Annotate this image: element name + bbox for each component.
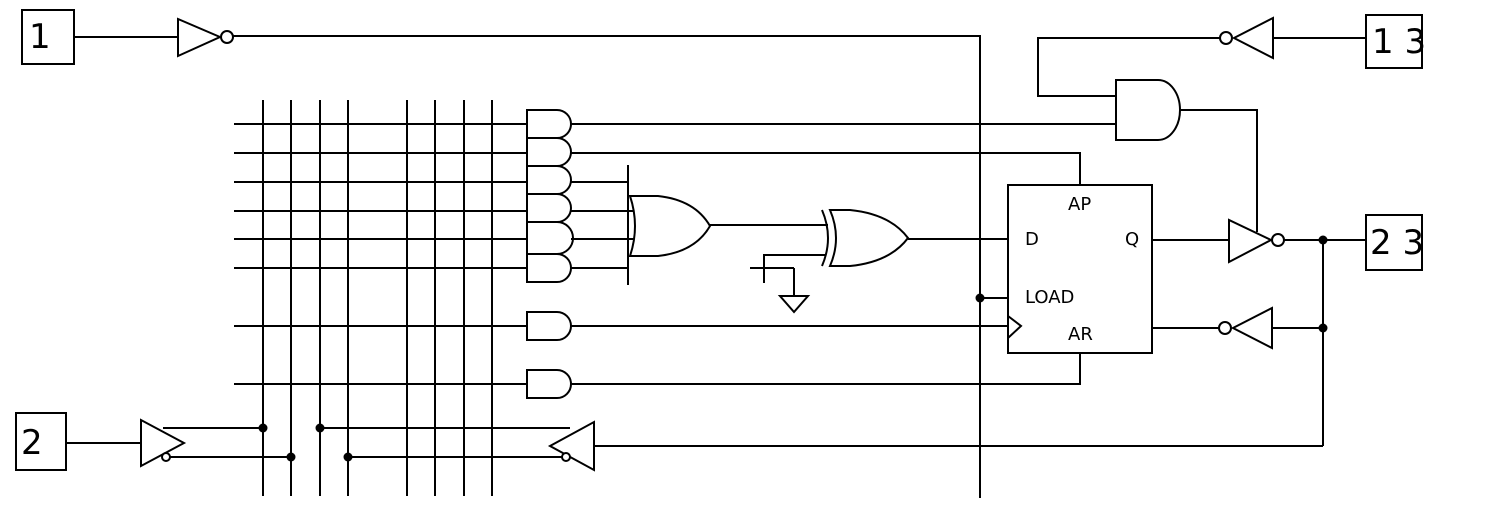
pin-13-box	[1365, 14, 1423, 69]
pin-13-input-inverter	[1037, 16, 1366, 97]
pin-23-box	[1365, 214, 1423, 271]
ff-d-label: D	[1025, 229, 1039, 250]
pin-23-label: 2 3	[1370, 223, 1425, 263]
or-gate	[627, 165, 828, 285]
pin-2-input-buffer	[66, 418, 296, 468]
ff-ar-label: AR	[1068, 324, 1093, 345]
ff-ap-label: AP	[1068, 194, 1092, 215]
output-tristate-inverter	[1152, 109, 1366, 264]
ground-icon	[777, 295, 811, 314]
pin-1-input-inverter	[74, 17, 981, 498]
pin-1-label: 1	[29, 17, 51, 57]
product-term-rows	[234, 123, 527, 385]
flip-flop-box	[1007, 184, 1153, 354]
xor-gate	[750, 209, 1008, 296]
pin-13-label: 1 3	[1372, 22, 1427, 62]
feedback-inverter	[594, 240, 1328, 447]
feedback-buffer	[315, 420, 595, 472]
pin-2-box	[15, 412, 67, 471]
enable-and-gate	[1115, 79, 1181, 141]
clock-input-icon	[1007, 315, 1023, 339]
pin-2-label: 2	[21, 423, 43, 463]
ff-q-label: Q	[1125, 229, 1140, 250]
input-matrix-columns	[262, 100, 493, 496]
ff-load-label: LOAD	[1025, 287, 1075, 308]
and-gate-array	[526, 109, 574, 399]
